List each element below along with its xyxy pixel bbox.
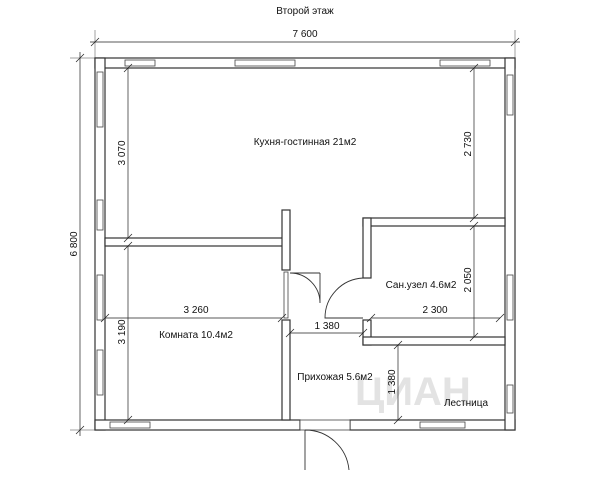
dimension-bathroom-width-label: 2 300: [422, 305, 447, 316]
window-left-2: [96, 199, 104, 231]
wall-bath-bottom: [362, 336, 506, 346]
window-top-3: [439, 59, 491, 67]
wall-bath-top: [362, 217, 506, 227]
dimension-total-width-label: 7 600: [292, 29, 317, 40]
watermark: ЦИАН: [355, 370, 471, 414]
dimension-hall-height-label: 1 380: [387, 369, 398, 394]
doors: [283, 271, 364, 471]
dimension-total-width: 7 600: [90, 29, 520, 60]
room-label-room: Комната 10.4м2: [159, 330, 233, 341]
wall-right: [504, 57, 516, 431]
window-right-3: [506, 384, 514, 414]
wall-bath-left: [362, 217, 372, 279]
window-right-1: [506, 74, 514, 116]
dimension-bathroom-height: 2 050: [463, 221, 479, 342]
dimension-room-height: 3 190: [117, 241, 133, 425]
dimension-kitchen-height-label: 3 070: [117, 140, 128, 165]
window-top-1: [124, 59, 156, 67]
dimension-hall-width: 1 380: [285, 321, 368, 338]
window-bottom-1: [109, 421, 151, 429]
dimension-hall-width-label: 1 380: [314, 321, 339, 332]
dimension-kitchen-right-height: 2 730: [463, 63, 479, 223]
room-label-stairs: Лестница: [444, 398, 489, 409]
window-left-4: [96, 349, 104, 396]
wall-partition-upper: [281, 209, 291, 271]
room-label-kitchen: Кухня-гостинная 21м2: [254, 137, 357, 148]
room-label-hallway: Прихожая 5.6м2: [297, 372, 373, 383]
window-right-2: [506, 274, 514, 321]
window-bottom-2: [419, 421, 466, 429]
window-left-1: [96, 71, 104, 128]
window-left-3: [96, 274, 104, 321]
dimension-room-width: 3 260: [100, 305, 287, 323]
windows: [96, 59, 514, 429]
dimension-kitchen-right-height-label: 2 730: [463, 131, 474, 156]
wall-partition-lower: [281, 319, 291, 421]
dimension-kitchen-height: 3 070: [117, 63, 133, 243]
door-room-frame: [283, 271, 289, 319]
interior-walls: [104, 209, 506, 421]
window-top-2: [234, 59, 296, 67]
entrance-door-opening: [299, 419, 351, 431]
dimension-bathroom-height-label: 2 050: [463, 267, 474, 292]
dimension-bathroom-width: 2 300: [366, 305, 505, 323]
entrance-door-swing: [304, 429, 350, 471]
room-label-bathroom: Сан.узел 4.6м2: [386, 280, 457, 291]
door-bathroom-swing: [324, 277, 364, 319]
plan-title: Второй этаж: [276, 6, 334, 17]
dimension-room-height-label: 3 190: [117, 319, 128, 344]
dimension-total-height-label: 6 800: [69, 231, 80, 256]
dimension-room-width-label: 3 260: [183, 305, 208, 316]
dimension-hall-height: 1 380: [387, 340, 403, 425]
door-room-swing: [289, 272, 321, 304]
